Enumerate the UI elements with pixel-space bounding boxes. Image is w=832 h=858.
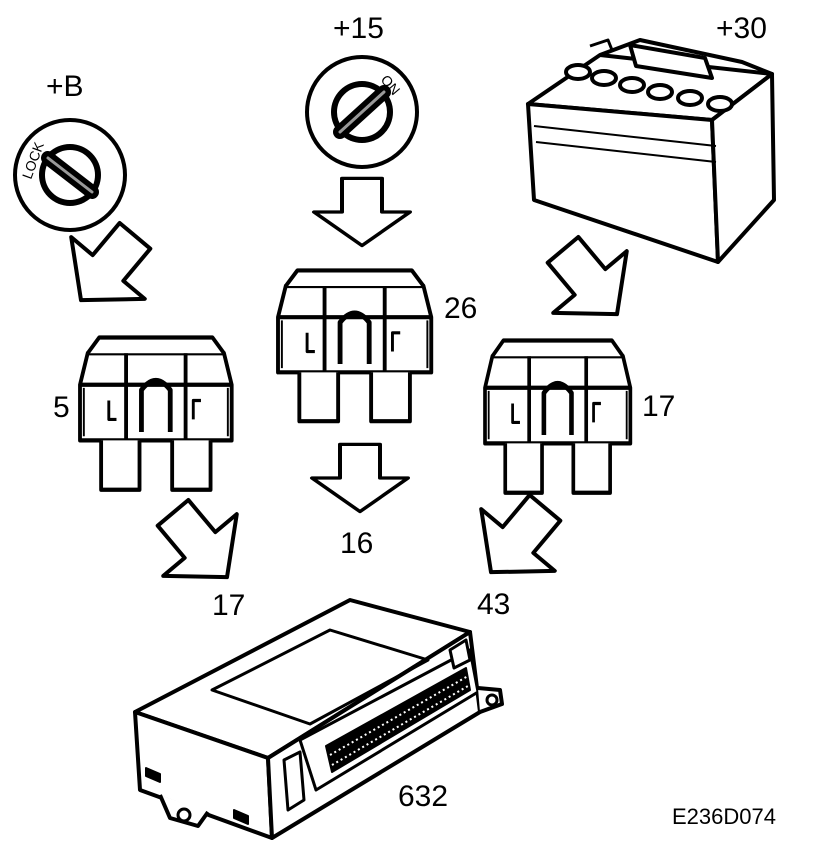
arrow-fuse-right-to-unit (452, 474, 584, 606)
battery-icon (526, 38, 776, 264)
pin-right-number: 43 (477, 588, 511, 621)
arrow-on-to-fuse (312, 176, 412, 248)
control-unit-number: 632 (398, 780, 449, 813)
control-module-icon (133, 598, 504, 840)
figure-code: E236D074 (672, 804, 776, 829)
ignition-lock-icon: LOCK (13, 118, 127, 232)
pin-middle-number: 16 (340, 527, 374, 560)
fuse-right (485, 341, 630, 493)
pin-left-number: 17 (212, 589, 246, 622)
label-plus-30: +30 (716, 12, 767, 45)
ignition-on-icon: ON (305, 55, 419, 169)
fuse-right-number: 17 (642, 390, 676, 423)
fuse-left-number: 5 (53, 391, 70, 424)
fuse-middle-number: 26 (444, 292, 478, 325)
arrow-fuse-middle-to-unit (310, 442, 410, 514)
label-plus-15: +15 (333, 12, 384, 45)
fuse-middle (278, 270, 431, 421)
arrow-battery-to-fuse (524, 216, 656, 348)
label-plus-b: +B (46, 70, 84, 103)
fuse-left (80, 338, 232, 490)
